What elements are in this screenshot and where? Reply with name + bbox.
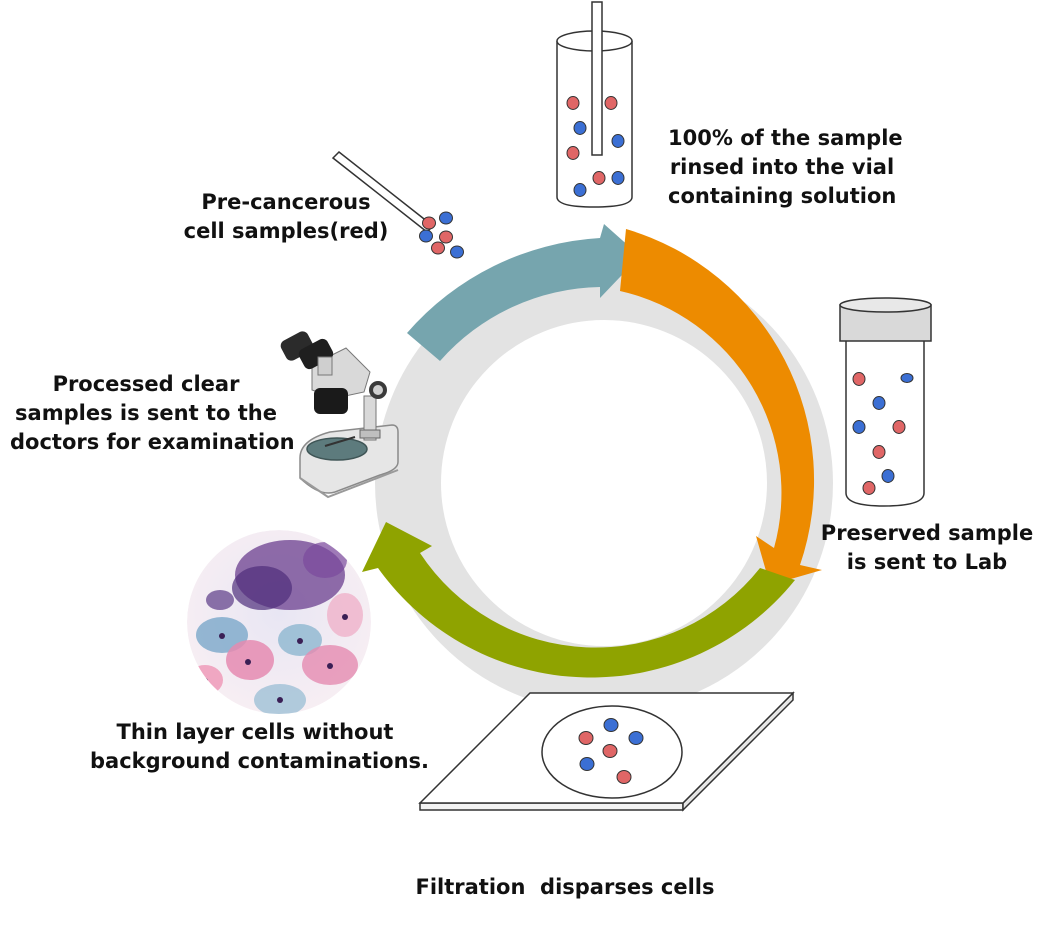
arrow-to-lab (620, 229, 822, 585)
processed-label: Processed clear samples is sent to the d… (10, 370, 295, 457)
thin-layer-label-line: Thin layer cells without (116, 720, 394, 744)
stirring-rod (591, 1, 603, 156)
thin-layer-label: Thin layer cells without background cont… (90, 718, 430, 776)
thin-layer-label-line: background contaminations. (90, 749, 430, 773)
precancerous-label-line: cell samples(red) (183, 219, 389, 243)
vial-rinse-label-line: containing solution (668, 184, 897, 208)
slide-illustration (418, 691, 795, 812)
vial-rinse-label-line: 100% of the sample (668, 126, 903, 150)
processed-label-line: Processed clear (52, 372, 240, 396)
filtration-label-text: Filtration disparses cells (415, 875, 715, 899)
rinse-vial-illustration (556, 1, 633, 208)
preserved-label-line: is sent to Lab (846, 550, 1008, 574)
cytology-micrograph-image (187, 530, 371, 714)
vial-rinse-label: 100% of the sample rinsed into the vial … (668, 124, 903, 211)
precancerous-label: Pre-cancerous cell samples(red) (180, 188, 392, 246)
filtration-label: Filtration disparses cells (412, 815, 718, 931)
vial-rinse-label-line: rinsed into the vial (669, 155, 895, 179)
arrow-to-processing (362, 522, 795, 678)
microscope-illustration (280, 331, 399, 499)
preserved-container-illustration (839, 297, 932, 507)
arrow-sample-collection (407, 224, 640, 361)
preserved-label-line: Preserved sample (820, 521, 1034, 545)
processed-label-line: doctors for examination (10, 430, 295, 454)
precancerous-label-line: Pre-cancerous (201, 190, 371, 214)
processed-label-line: samples is sent to the (15, 401, 277, 425)
preserved-label: Preserved sample is sent to Lab (820, 519, 1034, 577)
swab-illustration (331, 150, 464, 259)
